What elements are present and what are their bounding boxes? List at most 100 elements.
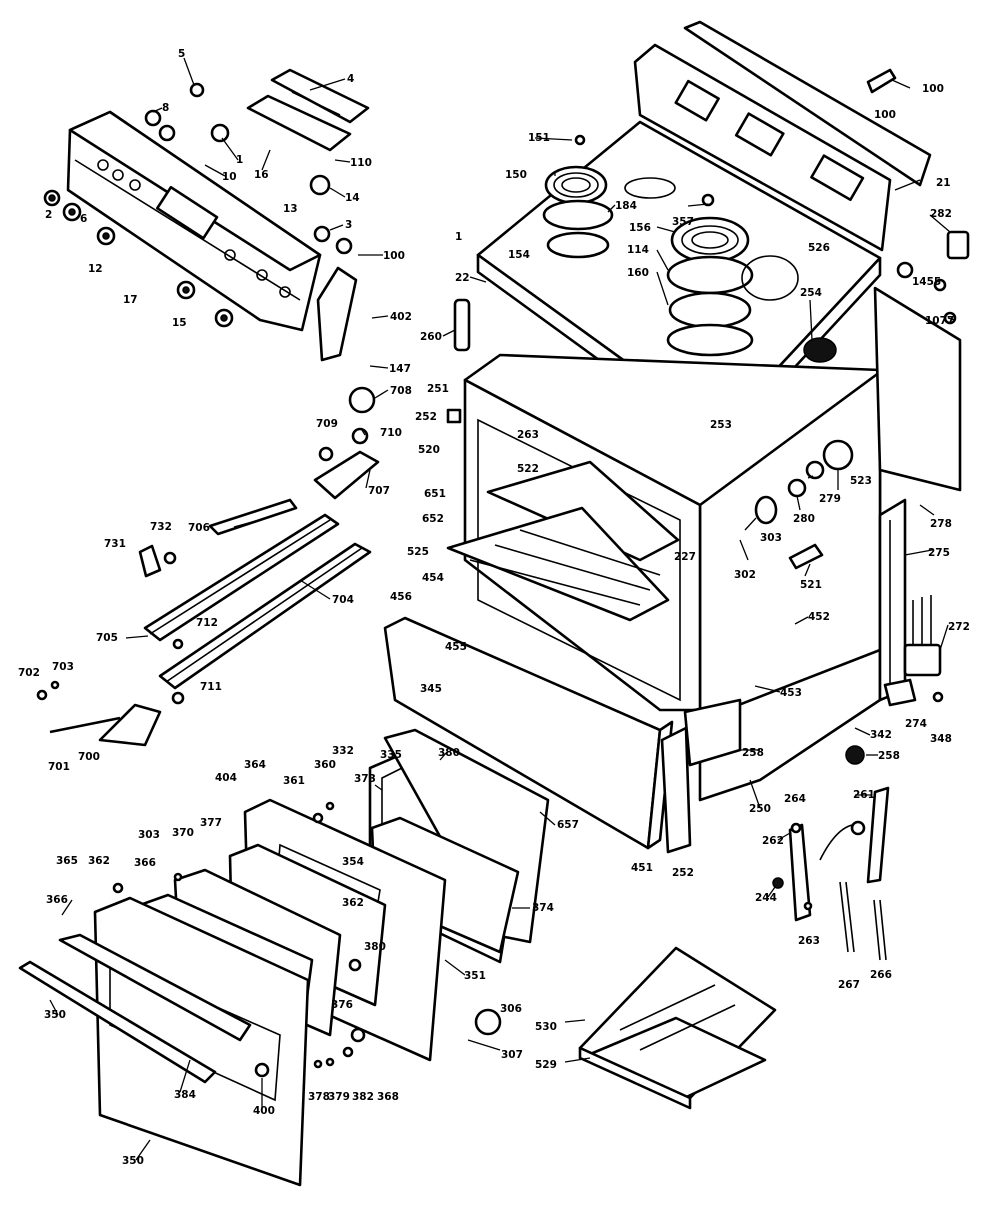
broiler-pan — [578, 946, 777, 1110]
label-280: 280 — [793, 513, 815, 525]
label-348: 348 — [930, 733, 952, 745]
label-350: 350 — [122, 1155, 144, 1167]
label-380-door: 380 — [364, 941, 386, 953]
label-362-door: 362 — [88, 855, 110, 867]
label-701: 701 — [48, 761, 70, 773]
label-452: 452 — [808, 611, 830, 623]
label-335: 335 — [380, 749, 402, 761]
rear-components — [866, 68, 970, 492]
label-1-cooktop: 1 — [455, 231, 462, 243]
label-374: 374 — [532, 902, 554, 914]
label-700: 700 — [78, 751, 100, 763]
label-274: 274 — [905, 718, 927, 730]
label-373: 373 — [354, 773, 376, 785]
label-365: 365 — [56, 855, 78, 867]
oven-light-and-sensors — [446, 298, 854, 570]
label-14: 14 — [345, 192, 360, 204]
label-366-outer: 366 — [46, 894, 68, 906]
label-454: 454 — [422, 572, 444, 584]
clock-timer-panel — [246, 68, 370, 152]
side-panel-right — [698, 498, 907, 802]
side-bracket-252 — [660, 726, 692, 854]
door-handle — [18, 933, 252, 1084]
label-530: 530 — [535, 1021, 557, 1033]
label-451: 451 — [631, 862, 653, 874]
label-368: 368 — [377, 1091, 399, 1103]
callout-leaders — [49, 57, 956, 1161]
label-520: 520 — [418, 444, 440, 456]
label-114: 114 — [627, 244, 649, 256]
label-6: 6 — [80, 213, 87, 225]
rail-706 — [208, 498, 298, 536]
label-266: 266 — [870, 969, 892, 981]
label-100-wire: 100 — [874, 109, 896, 121]
terminal-block — [845, 595, 944, 765]
label-282: 282 — [930, 208, 952, 220]
label-364: 364 — [244, 759, 266, 771]
label-21: 21 — [936, 177, 951, 189]
label-2: 2 — [45, 209, 52, 221]
label-362: 362 — [342, 897, 364, 909]
label-354: 354 — [342, 856, 364, 868]
label-1: 1 — [236, 154, 243, 166]
label-4: 4 — [347, 73, 354, 85]
label-262: 262 — [762, 835, 784, 847]
label-278: 278 — [930, 518, 952, 530]
broil-element-bracket — [313, 386, 380, 500]
label-361: 361 — [283, 775, 305, 787]
label-377: 377 — [200, 817, 222, 829]
label-16: 16 — [254, 169, 269, 181]
broil-pan-support — [49, 703, 162, 747]
label-709: 709 — [316, 418, 338, 430]
label-303-door: 303 — [138, 829, 160, 841]
label-100-plug: 100 — [922, 83, 944, 95]
label-254: 254 — [800, 287, 822, 299]
label-705: 705 — [96, 632, 118, 644]
label-160: 160 — [627, 267, 649, 279]
label-267: 267 — [838, 979, 860, 991]
label-376: 376 — [331, 999, 353, 1011]
label-456: 456 — [390, 591, 412, 603]
label-3: 3 — [345, 219, 352, 231]
label-1077: 1077 — [925, 315, 954, 327]
label-404: 404 — [215, 772, 237, 784]
label-302: 302 — [734, 569, 756, 581]
label-227: 227 — [674, 551, 696, 563]
label-147: 147 — [389, 363, 411, 375]
label-342: 342 — [870, 729, 892, 741]
label-525: 525 — [407, 546, 429, 558]
label-522: 522 — [517, 463, 539, 475]
label-303: 303 — [760, 532, 782, 544]
label-732: 732 — [150, 521, 172, 533]
label-651: 651 — [424, 488, 446, 500]
label-523: 523 — [850, 475, 872, 487]
label-379: 379 — [328, 1091, 350, 1103]
door-hinges — [772, 786, 890, 922]
label-260: 260 — [420, 331, 442, 343]
label-351: 351 — [464, 970, 486, 982]
label-253: 253 — [710, 419, 732, 431]
label-345: 345 — [420, 683, 442, 695]
label-258-right: 258 — [878, 750, 900, 762]
label-529: 529 — [535, 1059, 557, 1071]
label-702: 702 — [18, 667, 40, 679]
label-402: 402 — [390, 311, 412, 323]
label-657: 657 — [557, 819, 579, 831]
small-clips — [36, 544, 185, 705]
label-154: 154 — [508, 249, 530, 261]
label-10: 10 — [222, 171, 237, 183]
label-252: 252 — [415, 411, 437, 423]
label-400: 400 — [253, 1105, 275, 1117]
label-306: 306 — [500, 1003, 522, 1015]
label-357: 357 — [672, 216, 694, 228]
part-number-labels: 5 4 8 1 10 16 110 14 13 3 2 6 100 402 12… — [18, 48, 970, 1167]
label-360: 360 — [314, 759, 336, 771]
label-12: 12 — [88, 263, 103, 275]
oven-racks — [446, 460, 680, 622]
label-707: 707 — [368, 485, 390, 497]
label-110: 110 — [350, 157, 372, 169]
backguard — [633, 20, 932, 252]
label-17: 17 — [123, 294, 138, 306]
label-382: 382 — [352, 1091, 374, 1103]
